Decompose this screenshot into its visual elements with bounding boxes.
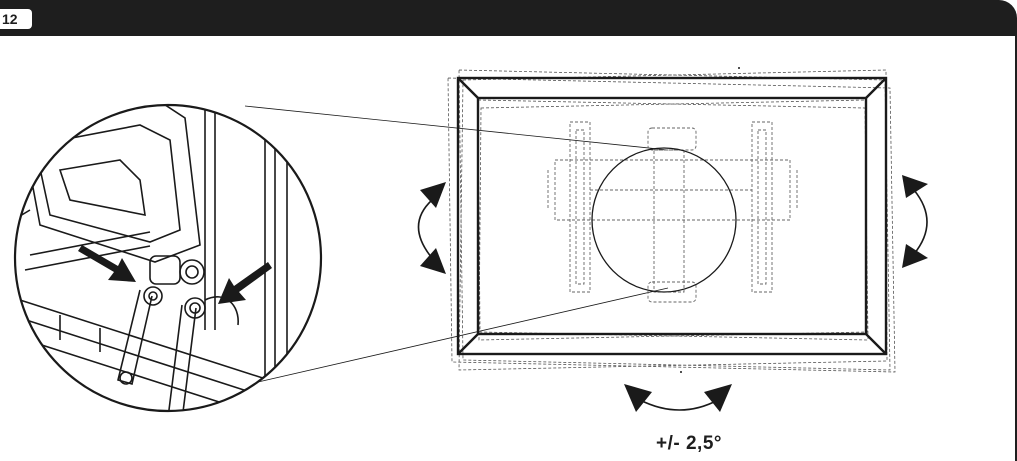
- arrow-icon: [78, 245, 272, 304]
- curved-double-arrow-icon: [417, 182, 446, 274]
- header-bar: [0, 0, 1017, 36]
- magnifier-connector-lines: [244, 105, 669, 383]
- step-number: 12: [2, 11, 18, 27]
- curved-double-arrow-icon: [624, 384, 732, 412]
- step-badge: [0, 9, 32, 29]
- wall-mount-dashed: [547, 121, 798, 303]
- tilt-positions-dashed: [447, 69, 896, 373]
- tilt-angle-label: +/- 2,5°: [656, 433, 722, 454]
- small-marks: [680, 67, 740, 373]
- detail-zoom-circle: [591, 147, 737, 293]
- tv-frame: [456, 76, 888, 356]
- magnified-detail-view: [13, 103, 323, 413]
- mounting-illustration: [13, 67, 928, 413]
- curved-double-arrow-icon: [902, 175, 928, 268]
- frame-border: [1015, 18, 1017, 461]
